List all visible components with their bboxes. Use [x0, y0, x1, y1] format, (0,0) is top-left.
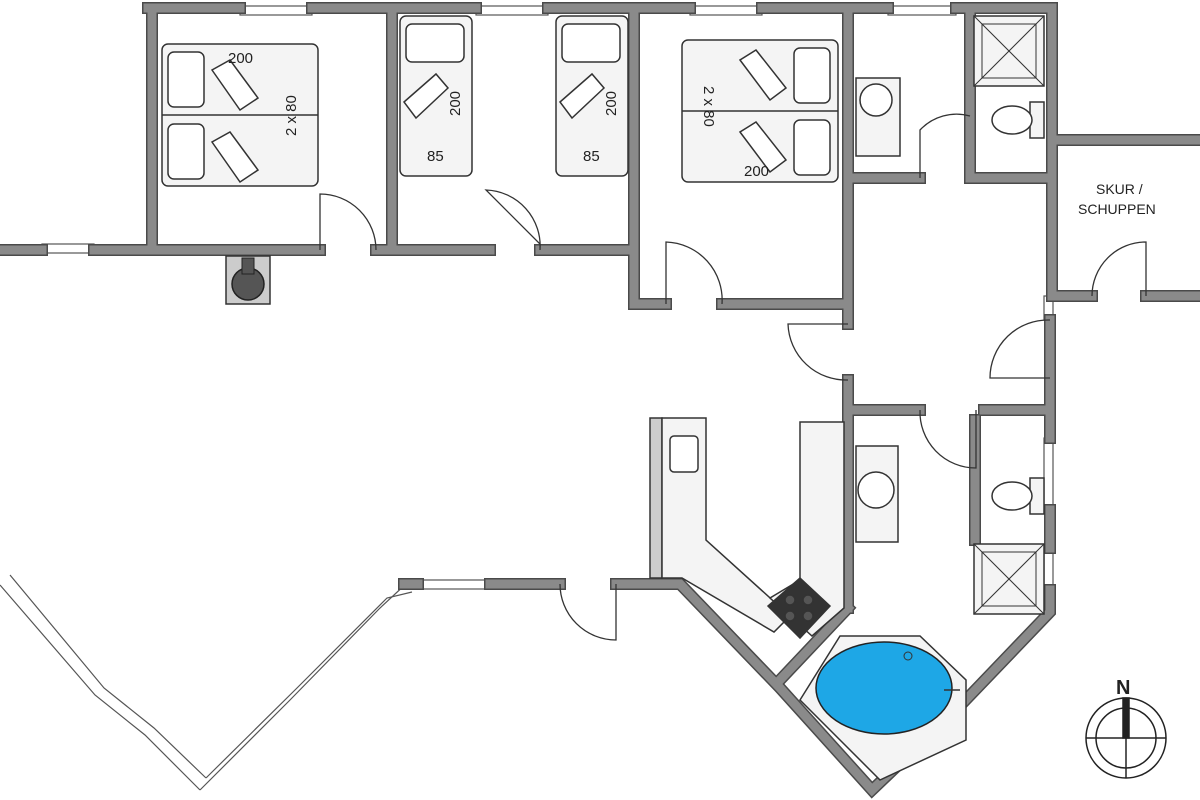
bed-width-label: 2 x 80: [283, 95, 300, 136]
bed-width-label: 85: [427, 148, 444, 165]
pillow-icon: [793, 119, 831, 176]
toilet-icon: [991, 101, 1045, 139]
window: [417, 579, 491, 590]
bed-length-label: 200: [603, 91, 620, 116]
north-arrow-icon: [1085, 697, 1167, 779]
blanket-fold-icon: [402, 72, 450, 120]
pillow-icon: [167, 123, 205, 180]
kitchen-wall-hatch: [649, 417, 663, 579]
blanket-fold-icon: [738, 49, 788, 102]
bathroom-south: [799, 445, 1045, 781]
pillow-icon: [167, 51, 205, 108]
walls: [0, 3, 1200, 797]
blanket-fold-icon: [210, 59, 260, 112]
door: [559, 583, 617, 641]
sink-icon: [669, 435, 699, 473]
door: [787, 323, 849, 381]
wood-stove-icon: [225, 255, 271, 305]
stove-icon: [766, 576, 832, 640]
pillow-icon: [405, 23, 465, 63]
bed-width-label: 2 x 80: [700, 86, 717, 127]
beds: [161, 15, 839, 187]
door: [1091, 241, 1147, 297]
compass: N: [1085, 677, 1167, 779]
pillow-icon: [561, 23, 621, 63]
toilet-icon: [991, 477, 1045, 515]
wall-bedroom1: [0, 3, 637, 255]
window: [1043, 437, 1054, 511]
door: [989, 319, 1051, 379]
door: [319, 193, 377, 251]
bathroom-north: [855, 15, 1045, 157]
bed-width-label: 85: [583, 148, 600, 165]
bed-labels: 200 2 x 80 200 85 200 85 2 x 80 200: [228, 50, 769, 180]
wall-bath-south: [843, 315, 1055, 715]
window: [239, 5, 313, 16]
shed-label-line1: SKUR /: [1096, 181, 1143, 197]
bay-windows: [0, 574, 413, 791]
pillow-icon: [793, 47, 831, 104]
window: [1043, 547, 1054, 591]
washbasin-icon: [857, 471, 895, 509]
bed-length-label: 200: [447, 91, 464, 116]
blanket-fold-icon: [210, 131, 260, 184]
shed-label-line2: SCHUPPEN: [1078, 201, 1156, 217]
door: [919, 113, 971, 178]
door: [484, 189, 541, 251]
window: [689, 5, 763, 16]
window: [475, 5, 549, 16]
window: [41, 243, 95, 254]
wall-bedroom-sep: [387, 3, 853, 613]
blanket-fold-icon: [738, 121, 788, 174]
window: [887, 5, 957, 16]
kitchen: [649, 417, 845, 640]
bed-length-label: 200: [228, 50, 253, 67]
whirlpool-icon: [799, 635, 967, 781]
compass-north-label: N: [1116, 677, 1130, 699]
door: [919, 409, 977, 469]
door: [665, 241, 723, 305]
bed-length-label: 200: [744, 163, 769, 180]
blanket-fold-icon: [558, 72, 606, 120]
doors: [319, 113, 1147, 641]
shed-label: SKUR / SCHUPPEN: [1078, 181, 1156, 217]
wall-bath-north: [843, 3, 1200, 301]
washbasin-icon: [859, 83, 893, 117]
wall-south: [399, 579, 965, 797]
